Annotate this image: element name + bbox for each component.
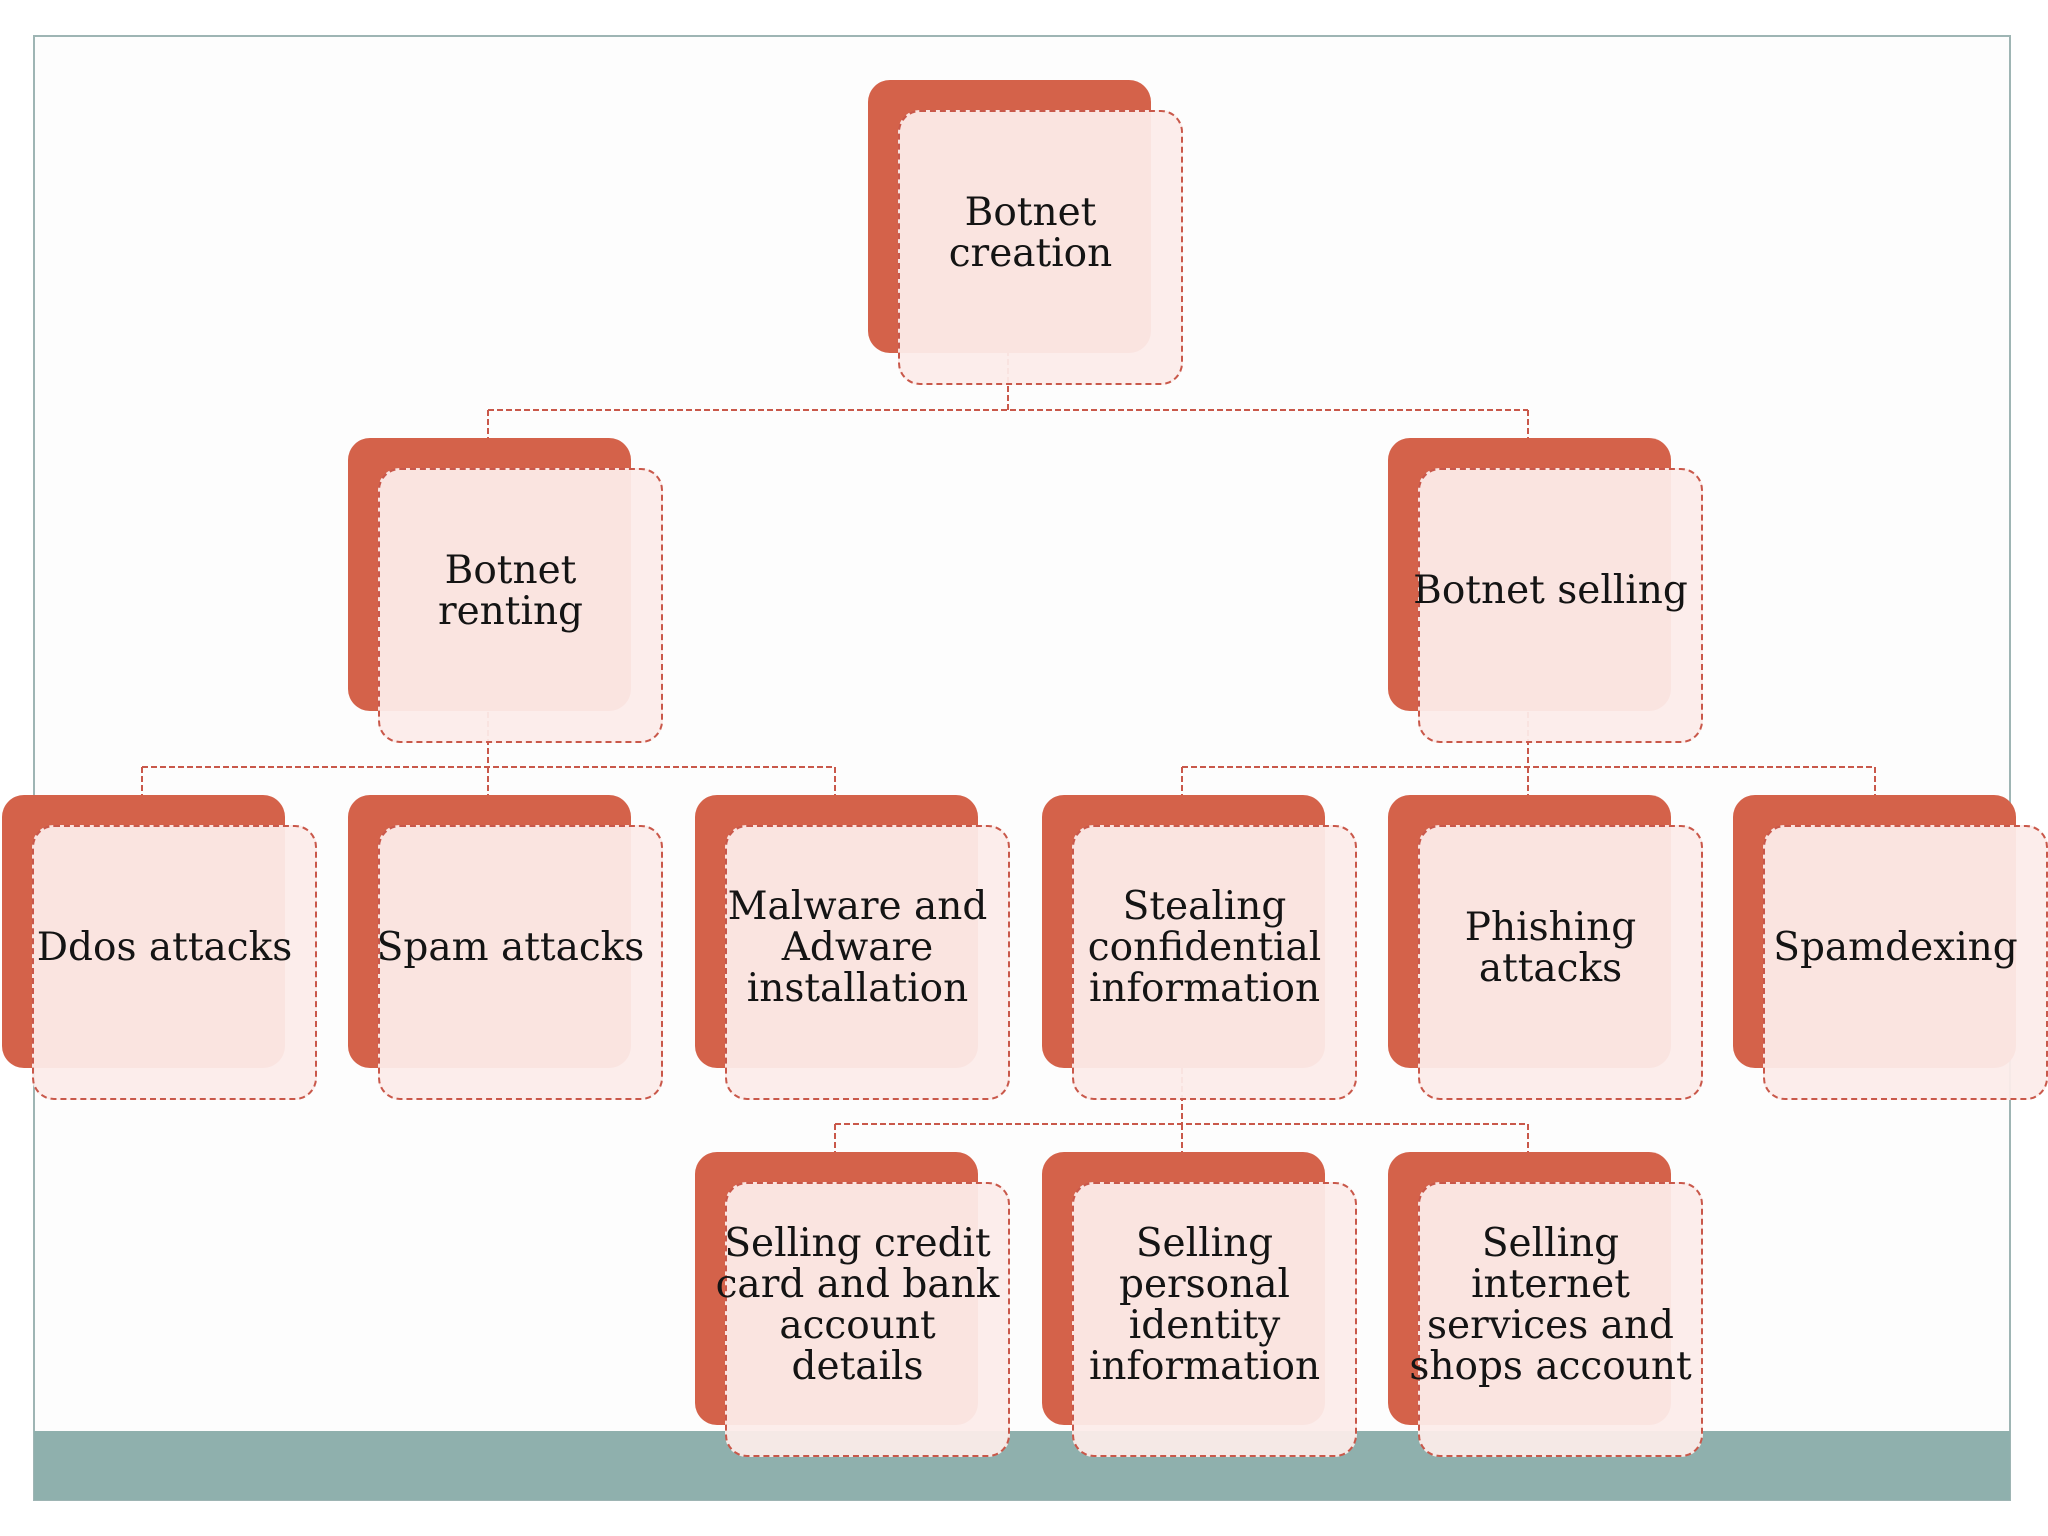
node-botnet-selling-label: Botnet selling (1413, 568, 1688, 613)
node-phishing-attacks: Phishing attacks (1388, 795, 1703, 1100)
node-selling-credit-card-label: Selling credit card and bank account det… (715, 1220, 1000, 1389)
node-spamdexing-label: Spamdexing (1773, 925, 2018, 970)
node-malware-adware-label: Malware and Adware installation (727, 884, 988, 1011)
node-stealing-confidential-label: Stealing confidential information (1087, 884, 1322, 1011)
node-stealing-confidential: Stealing confidential information (1042, 795, 1357, 1100)
footer-band (34, 1431, 2010, 1500)
node-phishing-attacks-label: Phishing attacks (1464, 904, 1637, 991)
node-botnet-renting: Botnet renting (348, 438, 663, 743)
node-selling-credit-card: Selling credit card and bank account det… (695, 1152, 1010, 1457)
node-spam-attacks: Spam attacks (348, 795, 663, 1100)
node-malware-adware: Malware and Adware installation (695, 795, 1010, 1100)
node-selling-internet-services: Selling internet services and shops acco… (1388, 1152, 1703, 1457)
node-selling-personal-identity-label: Selling personal identity information (1088, 1220, 1321, 1389)
node-botnet-creation-label: Botnet creation (948, 189, 1113, 276)
node-spam-attacks-label: Spam attacks (376, 925, 645, 970)
node-botnet-creation: Botnet creation (868, 80, 1183, 385)
node-selling-personal-identity: Selling personal identity information (1042, 1152, 1357, 1457)
node-botnet-renting-label: Botnet renting (437, 547, 584, 634)
node-botnet-selling: Botnet selling (1388, 438, 1703, 743)
node-selling-internet-services-label: Selling internet services and shops acco… (1409, 1220, 1692, 1389)
node-spamdexing: Spamdexing (1733, 795, 2048, 1100)
node-ddos-attacks-label: Ddos attacks (36, 925, 293, 970)
node-ddos-attacks: Ddos attacks (2, 795, 317, 1100)
